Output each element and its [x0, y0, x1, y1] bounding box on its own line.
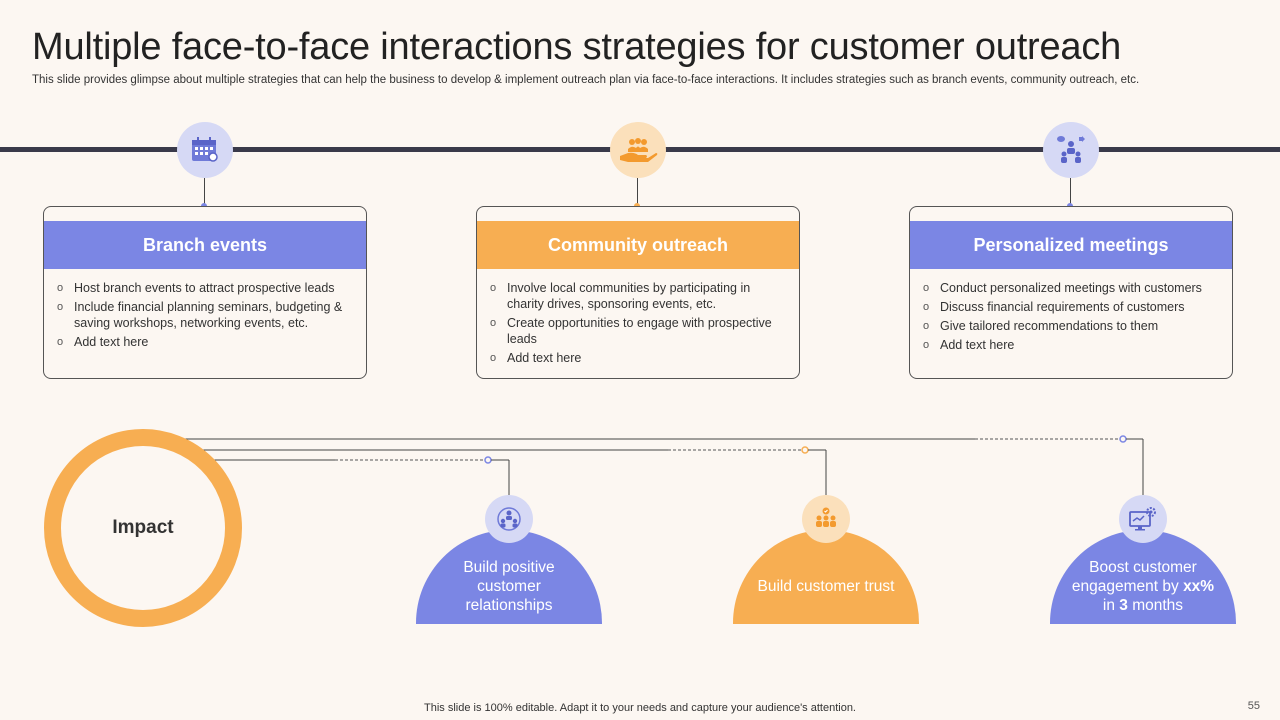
footer-note: This slide is 100% editable. Adapt it to…: [424, 702, 856, 714]
strategy-bullets: Conduct personalized meetings with custo…: [922, 280, 1220, 356]
helping-hand-icon: [610, 122, 666, 178]
bullet-item: Conduct personalized meetings with custo…: [922, 280, 1220, 296]
bullet-item: Create opportunities to engage with pros…: [489, 315, 787, 347]
strategy-bullets: Involve local communities by participati…: [489, 280, 787, 369]
trust-icon: [802, 495, 850, 543]
bullet-item: Add text here: [56, 334, 354, 350]
outcome-text: Boost customer engagement by xx% in 3 mo…: [1071, 558, 1215, 614]
bullet-item: Add text here: [922, 337, 1220, 353]
calendar-icon: [177, 122, 233, 178]
outcome-text: Build positive customer relationships: [463, 558, 555, 614]
strategy-card-title: Community outreach: [477, 221, 799, 269]
relationships-icon: [485, 495, 533, 543]
connector-stem: [1070, 178, 1071, 205]
connector-stem: [637, 178, 638, 205]
strategy-card-title: Branch events: [44, 221, 366, 269]
strategy-card-community-outreach: Community outreach Involve local communi…: [476, 206, 800, 379]
outcome-text: Build customer trust: [757, 577, 895, 595]
meeting-icon: [1043, 122, 1099, 178]
bullet-item: Host branch events to attract prospectiv…: [56, 280, 354, 296]
page-subtitle: This slide provides glimpse about multip…: [32, 74, 1140, 86]
impact-ring: Impact: [44, 429, 242, 627]
strategy-card-personalized-meetings: Personalized meetings Conduct personaliz…: [909, 206, 1233, 379]
engagement-icon: [1119, 495, 1167, 543]
strategy-card-branch-events: Branch events Host branch events to attr…: [43, 206, 367, 379]
bullet-item: Discuss financial requirements of custom…: [922, 299, 1220, 315]
bullet-item: Include financial planning seminars, bud…: [56, 299, 354, 331]
impact-label: Impact: [112, 517, 174, 538]
bullet-item: Give tailored recommendations to them: [922, 318, 1220, 334]
connector-stem: [204, 178, 205, 205]
page-number: 55: [1247, 700, 1260, 712]
page-title: Multiple face-to-face interactions strat…: [32, 26, 1122, 68]
bullet-item: Add text here: [489, 350, 787, 366]
strategy-card-title: Personalized meetings: [910, 221, 1232, 269]
bullet-item: Involve local communities by participati…: [489, 280, 787, 312]
strategy-bullets: Host branch events to attract prospectiv…: [56, 280, 354, 353]
